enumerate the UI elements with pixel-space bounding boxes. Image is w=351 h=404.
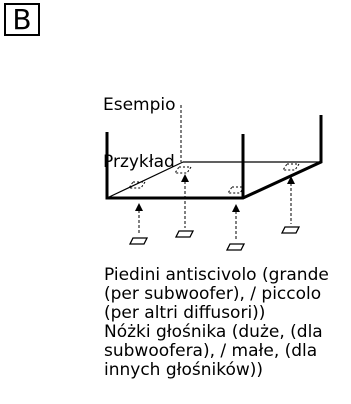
foot-marker-front-right: [227, 186, 245, 194]
foot-2: [174, 174, 195, 238]
speaker-bottom-back-edges: [106, 161, 321, 199]
foot-3: [225, 204, 246, 251]
foot-4: [280, 176, 301, 234]
foot-marker-back-right: [282, 163, 300, 171]
example-label-it: Esempio: [103, 95, 176, 115]
caption-line: Piedini antiscivolo (grande: [104, 265, 329, 285]
example-label: Esempio Przykład: [103, 58, 176, 191]
caption-line: Nóżki głośnika (duże, (dla: [104, 322, 323, 342]
foot-marker-back-left: [174, 166, 192, 174]
section-letter-box: B: [4, 3, 40, 36]
caption-line: (per altri diffusori)): [104, 303, 266, 323]
caption-line: (per subwoofer), / piccolo: [104, 284, 322, 304]
caption-line: subwoofera), / małe, (dla: [104, 341, 318, 361]
speaker-bottom-outline: [105, 115, 323, 200]
caption-line: innych głośników)): [104, 360, 264, 380]
foot-marker-front-left: [128, 181, 146, 189]
feet-caption: Piedini antiscivolo (grande (per subwoof…: [104, 266, 349, 380]
foot-1: [128, 203, 149, 245]
example-label-pl: Przykład: [103, 152, 175, 172]
foot-position-markers: [128, 163, 300, 194]
